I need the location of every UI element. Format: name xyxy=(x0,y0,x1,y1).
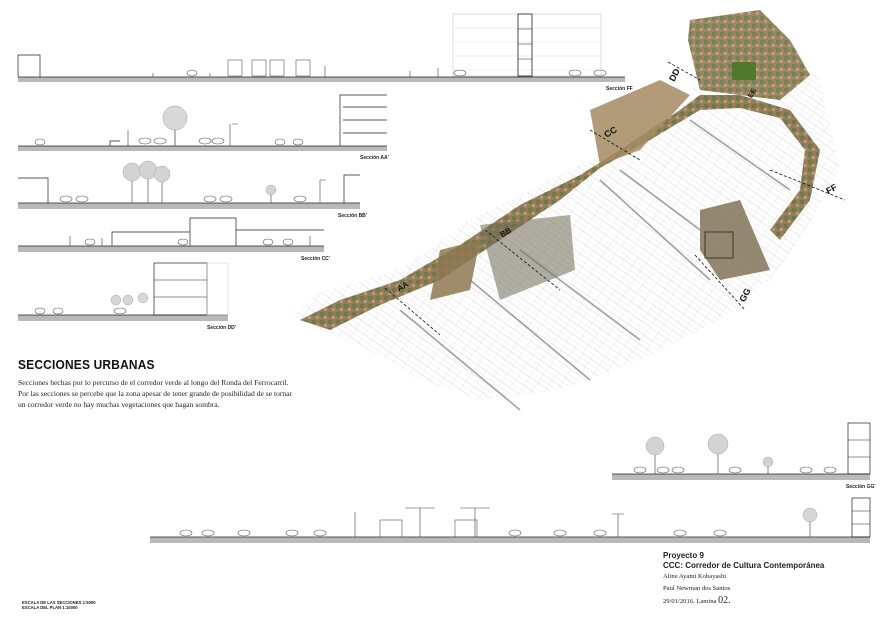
author-2: Paul Newman dos Santos xyxy=(663,585,731,592)
section-bb-drawing xyxy=(18,160,360,209)
page-title: SECCIONES URBANAS xyxy=(18,357,155,372)
section-label-aa: Sección AA' xyxy=(360,155,389,161)
section-label-cc: Sección CC' xyxy=(301,256,330,262)
description-line-3: un corredor verde no hay muchas vegetaci… xyxy=(18,400,220,409)
section-label-bb: Sección BB' xyxy=(338,213,367,219)
description-line-2: Por las secciones se percebe que la zona… xyxy=(18,389,293,398)
scale-plan: ESCALA DEL PLAN 1:10000 xyxy=(22,605,78,610)
scale-sections: ESCALA DE LAS SECCIONES 1:5000 xyxy=(22,600,96,605)
aerial-plan xyxy=(292,10,846,411)
scale-note: ESCALA DE LAS SECCIONES 1:5000 ESCALA DE… xyxy=(22,600,96,610)
section-dd-drawing xyxy=(18,262,229,321)
section-cc-drawing xyxy=(18,217,324,252)
date-sheet: 29/01/2016. Lamina 02. xyxy=(663,595,824,608)
project-title: CCC: Corredor de Cultura Contemporánea xyxy=(663,561,825,570)
description: Secciones hechas por lo percurso de el c… xyxy=(18,377,318,410)
date-text: 29/01/2016. Lamina xyxy=(663,598,717,605)
project-info: Proyecto 9 CCC: Corredor de Cultura Cont… xyxy=(663,551,824,608)
section-gg-drawing xyxy=(150,497,871,543)
sheet-number: 02. xyxy=(718,595,731,606)
description-line-1: Secciones hechas por lo percurso de el c… xyxy=(18,378,289,387)
section-aa-drawing xyxy=(18,94,387,151)
section-label-ff: Sección FF xyxy=(606,86,633,92)
project-number: Proyecto 9 xyxy=(663,551,704,560)
section-ee-drawing xyxy=(612,422,871,480)
author-1: Aline Ayami Kobayashi xyxy=(663,573,727,580)
section-ff-drawing xyxy=(17,13,625,82)
section-label-gg: Sección GG' xyxy=(846,484,876,490)
section-label-dd: Sección DD' xyxy=(207,325,236,331)
